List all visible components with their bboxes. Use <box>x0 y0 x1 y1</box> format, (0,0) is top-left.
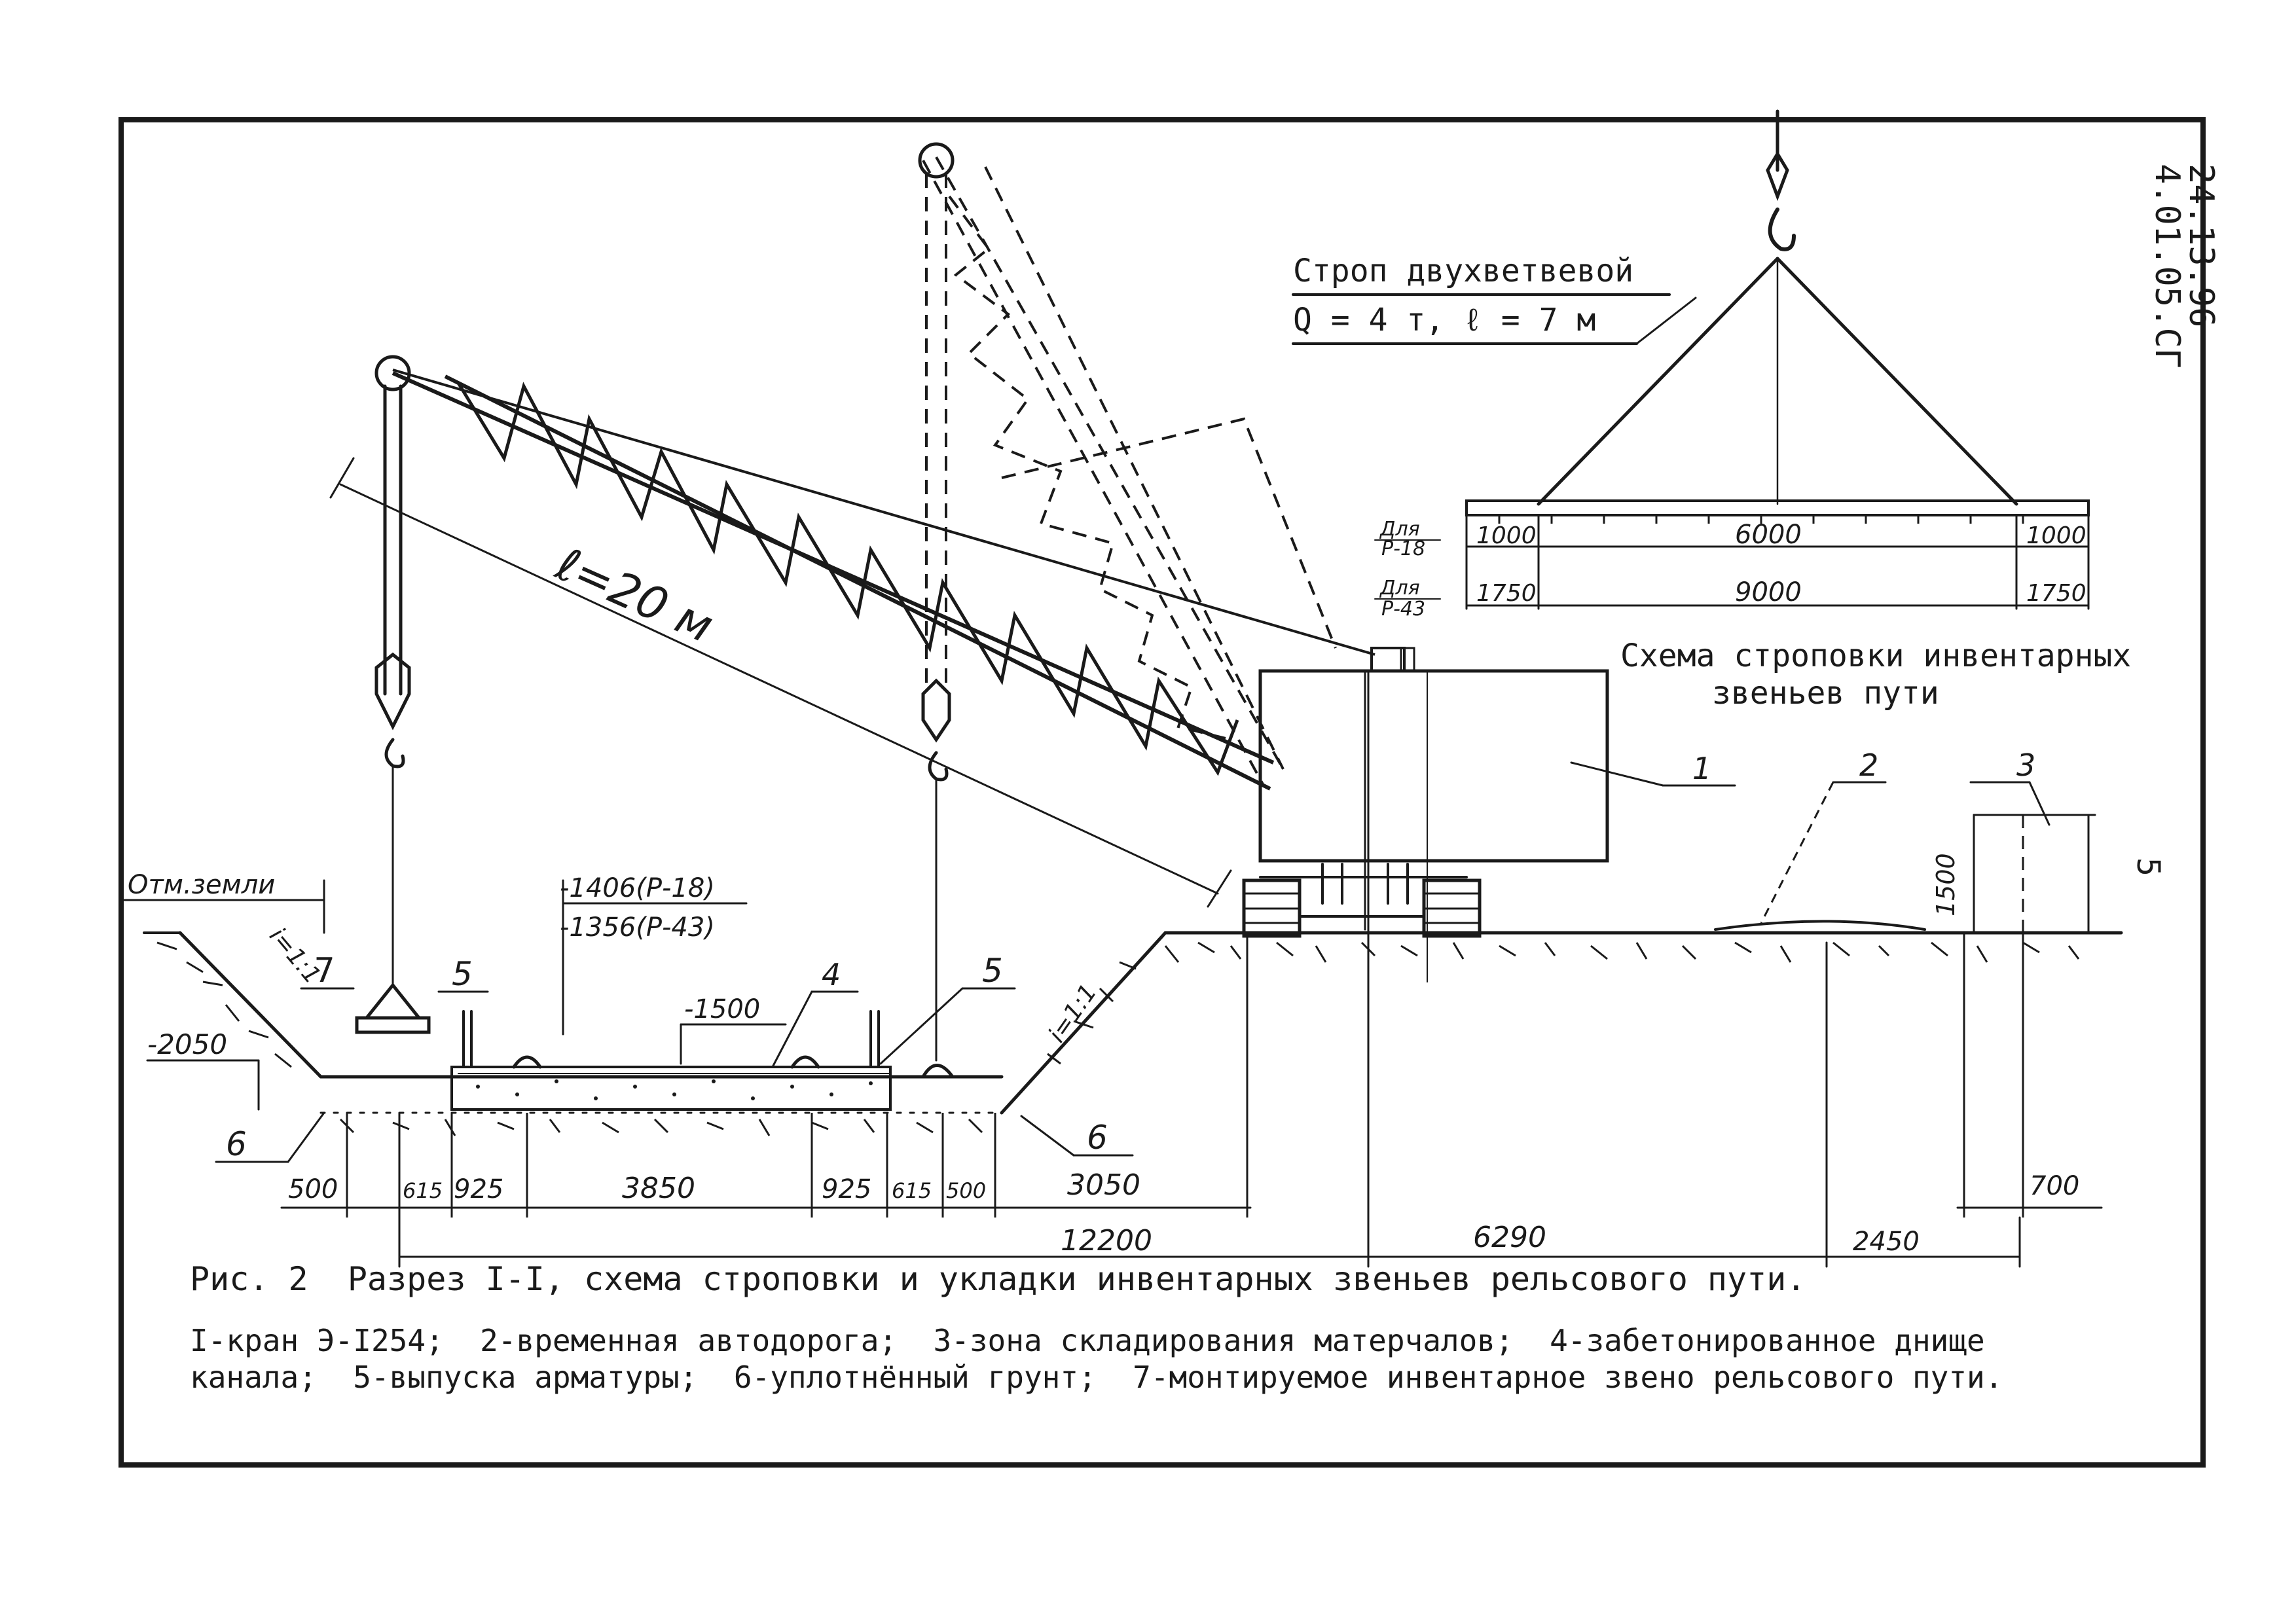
boom-length-label: ℓ=20 м <box>548 537 721 653</box>
dim-3050: 3050 <box>1067 1168 1140 1202</box>
marker-5-storage: 5 <box>2130 857 2166 876</box>
sling-dim-p43-right: 1750 <box>2026 580 2086 607</box>
sling-scheme: Строп двухветвевой Q = 4 т, ℓ = 7 м <box>1292 109 2131 712</box>
dim-700: 700 <box>2030 1171 2079 1201</box>
doc-code: 24.13.96 4.01.05.СГ <box>2147 164 2221 369</box>
trench-section <box>143 814 2123 1136</box>
dim-2450: 2450 <box>1853 1227 1920 1257</box>
sling-dim-p18-right: 1000 <box>2026 522 2086 549</box>
marker-6-right: 6 <box>1087 1119 1108 1157</box>
dim-3850: 3850 <box>622 1172 695 1205</box>
sling-spec: Q = 4 т, ℓ = 7 м <box>1293 302 1595 338</box>
marker-6-left: 6 <box>226 1125 247 1163</box>
scheme-caption-2: звеньев пути <box>1712 675 1939 712</box>
dim-925-left: 925 <box>454 1174 503 1204</box>
ground-elev-label: Отм.земли <box>128 870 275 900</box>
hook-block-left-icon <box>374 355 411 986</box>
marker-2: 2 <box>1859 748 1878 783</box>
dim-925-right: 925 <box>822 1174 871 1204</box>
sling-hook-icon <box>1766 109 1796 251</box>
marker-4: 4 <box>822 957 841 992</box>
rail-elev-p18: -1406(Р-18) <box>560 873 715 903</box>
bottom-elev-label: -2050 <box>147 1028 227 1060</box>
figure-legend: I-кран Э-I254; 2-временная автодорога; 3… <box>190 1323 2003 1395</box>
item-markers: 1 2 3 5 5 5 6 6 7 4 <box>215 748 2166 1163</box>
sling-title: Строп двухветвевой <box>1293 253 1633 289</box>
dimension-chain-overall: 12200 6290 2450 <box>398 670 2021 1268</box>
sling-dim-p43-left: 1750 <box>1476 580 1537 607</box>
sling-dim-p18-mid: 6000 <box>1735 520 1802 550</box>
svg-text:Для: Для <box>1379 577 1420 600</box>
marker-1: 1 <box>1692 751 1711 786</box>
concrete-elev-label: -1500 <box>684 994 760 1024</box>
svg-text:Р-18: Р-18 <box>1381 537 1425 560</box>
hook-block-right-icon <box>918 142 955 1062</box>
sling-dim-p43-mid: 9000 <box>1735 577 1802 607</box>
dim-615-right: 615 <box>892 1178 932 1203</box>
figure-caption: Рис. 2 Разрез I-I, схема строповки и укл… <box>190 1260 1806 1298</box>
marker-5-left: 5 <box>452 955 473 993</box>
dim-12200: 12200 <box>1061 1224 1152 1257</box>
rail-elev-p43: -1356(Р-43) <box>560 912 715 943</box>
dim-6290: 6290 <box>1473 1221 1546 1254</box>
svg-text:4.01.05.СГ: 4.01.05.СГ <box>2147 164 2187 369</box>
storage-height-label: 1500 <box>1931 853 1960 916</box>
marker-7: 7 <box>314 951 335 990</box>
dim-500-left: 500 <box>288 1174 338 1204</box>
svg-text:24.13.96: 24.13.96 <box>2181 164 2221 327</box>
marker-5-right: 5 <box>982 952 1003 990</box>
svg-text:Для: Для <box>1379 518 1420 541</box>
dim-500-right: 500 <box>946 1178 986 1203</box>
marker-3: 3 <box>2016 748 2035 783</box>
drawing-frame <box>118 117 2206 1468</box>
svg-text:Р-43: Р-43 <box>1381 598 1425 621</box>
dim-615-left: 615 <box>403 1178 443 1203</box>
dimension-chain-bottom: 500 615 925 3850 925 615 500 3050 700 <box>280 933 2103 1218</box>
sling-dim-p18-left: 1000 <box>1476 522 1537 549</box>
scheme-caption-1: Схема строповки инвентарных <box>1620 638 2131 674</box>
